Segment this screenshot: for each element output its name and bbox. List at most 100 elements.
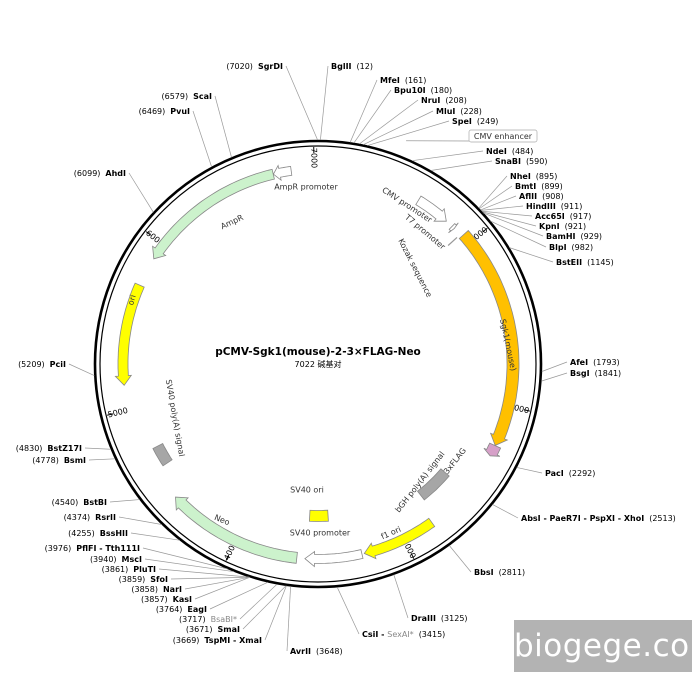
site-position: (12) [357, 62, 373, 71]
site-name: AbsI - PaeR7I - PspXI - XhoI [521, 514, 644, 523]
site-position: (6099) [74, 169, 101, 178]
site-name: CsiI - [362, 630, 387, 639]
site-ahdi-label: (6099)AhdI [74, 169, 126, 178]
site-position: (899) [541, 182, 563, 191]
site-name: PciI [50, 360, 66, 369]
site-position: (3857) [141, 595, 168, 604]
site-name: NruI [421, 96, 440, 105]
site-leader [481, 210, 533, 217]
site-name: BssHII [100, 529, 128, 538]
site-name: Acc65I [535, 212, 565, 221]
site-name: BstZ17I [47, 444, 82, 453]
site-leader [158, 568, 250, 578]
tick-mark [145, 231, 152, 236]
site-position: (3861) [102, 565, 129, 574]
site-leader [130, 532, 180, 541]
site-leader [118, 516, 162, 525]
site-leader [478, 175, 508, 209]
site-name: BbsI [474, 568, 494, 577]
backbone-inner-circle [99, 145, 537, 583]
site-ndei-label: NdeI(484) [486, 147, 533, 156]
site-name: MfeI [380, 76, 400, 85]
site-position: (2811) [499, 568, 526, 577]
site-bglii-label: BglII (12) [331, 62, 373, 71]
neo-feature [175, 496, 298, 564]
site-leader [430, 160, 493, 171]
site-pcii-label: (5209)PciI [18, 360, 66, 369]
site-leader [449, 545, 472, 573]
site-position: (2292) [569, 469, 596, 478]
site-name: AfeI [570, 358, 588, 367]
site-position: (911) [561, 202, 583, 211]
site-leader-lines [68, 65, 568, 652]
site-bsteii-label: BstEII(1145) [556, 258, 614, 267]
site-smai-label: (3671)SmaI [186, 625, 240, 634]
plasmid-size: 7022 碱基对 [295, 359, 342, 369]
site-leader [411, 150, 484, 162]
site-name: BstBI [83, 498, 107, 507]
site-kasi-label: (3857)KasI [141, 595, 192, 604]
site-name: NarI [163, 585, 182, 594]
site-leader [142, 547, 228, 570]
site-bsmi-label: (4778) BsmI [32, 456, 86, 465]
site-name: PacI [545, 469, 564, 478]
site-name: Bpu10I [394, 86, 426, 95]
tick-mark [482, 227, 488, 233]
site-hindiii-label: HindIII (911) [526, 202, 582, 211]
site-name: BmtI [515, 182, 536, 191]
site-position: (4374) [64, 513, 91, 522]
site-leader [359, 99, 419, 145]
site-avrii-label: AvrII (3648) [290, 647, 343, 656]
site-name: BsmI [64, 456, 86, 465]
site-snabi-label: SnaBI(590) [495, 157, 547, 166]
site-mlui-label: MluI(228) [436, 107, 482, 116]
site-eagi-label: (3764)EagI [156, 605, 207, 614]
site-position: (3648) [316, 647, 343, 656]
site-rsrii-label: (4374) RsrII [64, 513, 116, 522]
ampr-label: AmpR [219, 213, 245, 231]
site-position: (3859) [119, 575, 146, 584]
site-tspmi-xmai-label: (3669)TspMI - XmaI [173, 636, 262, 645]
site-position: (921) [565, 222, 587, 231]
site-leader [483, 212, 544, 237]
site-position: (6579) [162, 92, 189, 101]
site-leader [482, 211, 537, 227]
sv40-poly-a-signal-label: SV40 poly(A) signal [164, 379, 186, 458]
site-name: BlpI [549, 243, 567, 252]
site-leader [480, 195, 517, 211]
site-position: (3125) [441, 614, 468, 623]
site-position: (249) [477, 117, 499, 126]
site-position: (908) [542, 192, 564, 201]
site-position: (1145) [587, 258, 614, 267]
sv40-poly-a-signal-feature [152, 442, 173, 467]
site-name: PvuI [170, 107, 190, 116]
site-position: (3940) [90, 555, 117, 564]
site-leader [479, 185, 513, 209]
site-name: AvrII [290, 647, 311, 656]
site-leader [320, 65, 329, 141]
site-name: RsrII [95, 513, 116, 522]
site-position: (4778) [32, 456, 59, 465]
site-absi-paer7i-pspxi-xhoi-label: AbsI - PaeR7I - PspXI - XhoI(2513) [521, 514, 676, 523]
tick-label: 5000 [107, 406, 129, 420]
site-name: HindIII [526, 202, 556, 211]
bgh-poly-a-signal-feature [416, 468, 450, 501]
site-nhei-label: NheI(895) [510, 172, 557, 181]
f1-ori-feature [363, 517, 436, 560]
site-acc65i-label: Acc65I(917) [535, 212, 591, 221]
site-name: BglII [331, 62, 352, 71]
plasmid-title: pCMV-Sgk1(mouse)-2-3×FLAG-Neo [215, 346, 421, 358]
site-scai-label: (6579)ScaI [162, 92, 213, 101]
site-position: (7020) [226, 62, 253, 71]
ampr-feature [152, 168, 275, 260]
site-position: (982) [572, 243, 594, 252]
site-name: PluTI [133, 565, 156, 574]
site-leader [128, 172, 154, 213]
site-name: BsgI [570, 369, 590, 378]
site-sgrdi-label: (7020)SgrDI [226, 62, 283, 71]
tick-mark [410, 553, 415, 559]
kozak-sequence-label: Kozak sequence [396, 237, 433, 299]
site-position: (3976) [45, 544, 72, 553]
site-leader [336, 587, 360, 635]
